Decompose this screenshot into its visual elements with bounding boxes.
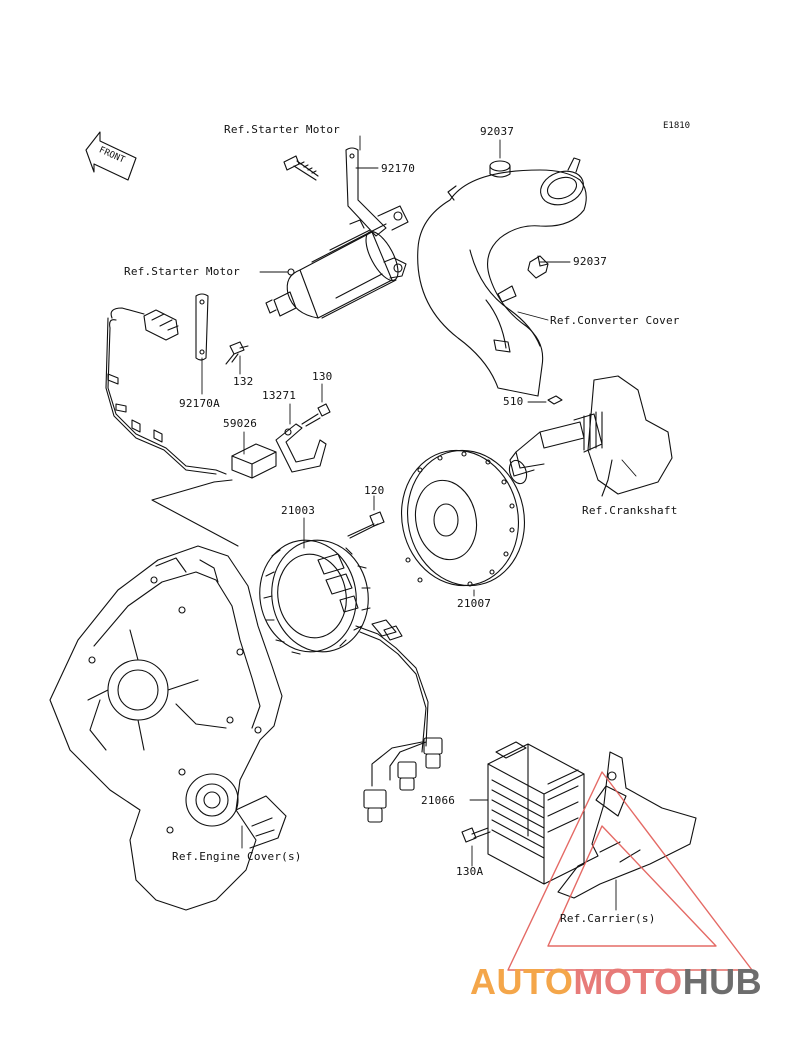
clamp-92037-top — [489, 160, 511, 178]
diagram-code: E1810 — [663, 121, 691, 131]
label-92037-mid: 92037 — [573, 255, 608, 268]
bracket-13271 — [275, 423, 327, 473]
label-ref-starter-motor-top: Ref.Starter Motor — [224, 123, 340, 136]
crankshaft — [508, 375, 673, 497]
label-92170: 92170 — [381, 162, 416, 175]
callout-lines — [151, 479, 239, 547]
label-510: 510 — [503, 395, 524, 408]
bolt-130 — [301, 403, 331, 427]
leader-lines — [201, 135, 637, 911]
label-59026: 59026 — [223, 417, 258, 430]
watermark-part-2: MOTO — [573, 961, 683, 1002]
strap-92170a — [195, 293, 209, 361]
label-130a: 130A — [456, 865, 484, 878]
starter-bolt — [283, 155, 319, 181]
converter-cover — [417, 157, 587, 397]
label-132: 132 — [233, 375, 254, 388]
stator-harness — [355, 619, 443, 823]
sensor-harness — [105, 307, 227, 475]
label-ref-carrier: Ref.Carrier(s) — [560, 912, 656, 925]
bolt-120 — [347, 511, 385, 539]
watermark-part-3: HUB — [682, 961, 763, 1002]
label-ref-converter-cover: Ref.Converter Cover — [550, 314, 680, 327]
label-ref-starter-motor-mid: Ref.Starter Motor — [124, 265, 240, 278]
bolt-132 — [225, 341, 249, 365]
stator-21003 — [259, 539, 371, 655]
starter-motor — [265, 205, 409, 319]
key-510 — [547, 395, 563, 405]
bolt-130a — [461, 827, 491, 843]
label-21066: 21066 — [421, 794, 456, 807]
front-arrow-icon: FRONT — [85, 131, 137, 181]
label-21007: 21007 — [457, 597, 492, 610]
label-13271: 13271 — [262, 389, 297, 402]
strap-92170 — [345, 147, 387, 237]
label-ref-crankshaft: Ref.Crankshaft — [582, 504, 678, 517]
label-130: 130 — [312, 370, 333, 383]
regulator-21066 — [487, 741, 585, 885]
label-92170a: 92170A — [179, 397, 220, 410]
engine-cover — [49, 545, 287, 911]
label-ref-engine-cover: Ref.Engine Cover(s) — [172, 850, 302, 863]
clip-92037-mid — [527, 255, 549, 279]
front-arrow-text: FRONT — [97, 145, 126, 165]
label-21003: 21003 — [281, 504, 316, 517]
watermark-logo: AUTOMOTOHUB — [470, 962, 800, 1002]
watermark-triangle-icon — [507, 771, 753, 971]
label-120: 120 — [364, 484, 385, 497]
flywheel-21007 — [400, 449, 526, 587]
label-92037-top: 92037 — [480, 125, 515, 138]
watermark-part-1: AUTO — [470, 961, 574, 1002]
grommet-59026 — [231, 443, 277, 479]
